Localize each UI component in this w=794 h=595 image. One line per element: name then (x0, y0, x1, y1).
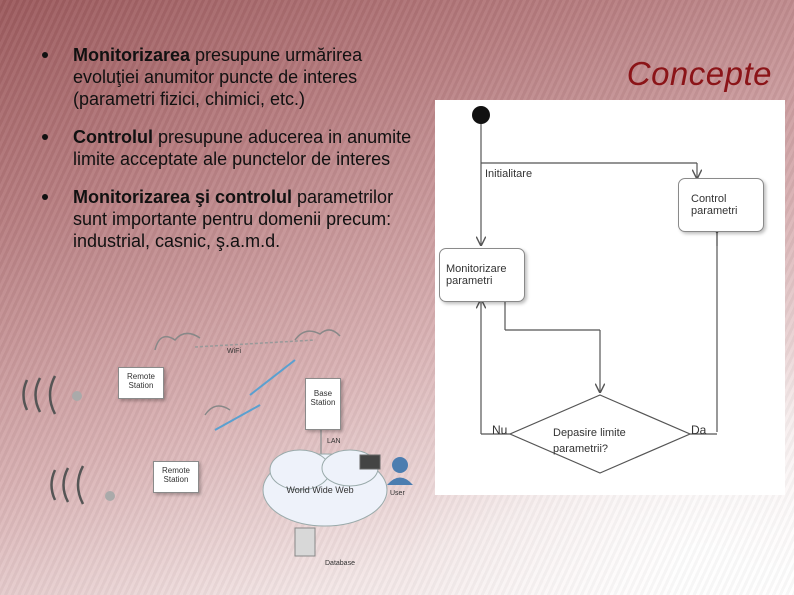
user-icon (392, 457, 408, 473)
yes-label: Da (691, 423, 707, 437)
bullet-item: Monitorizarea presupune urmărirea evoluţ… (40, 44, 420, 110)
bullet-dot-icon (42, 134, 48, 140)
flowchart: Initialitare Control parametri Monitoriz… (435, 100, 785, 495)
slide-title: Concepte (626, 55, 772, 92)
user-label: User (390, 490, 405, 497)
signal-waves-icon (22, 375, 85, 505)
network-diagram: Remote Station Remote Station Base Stati… (15, 320, 430, 585)
bullet-dot-icon (42, 194, 48, 200)
control-box: Control parametri (678, 178, 764, 232)
remote-station-box: Remote Station (118, 367, 164, 399)
database-icon (294, 527, 316, 557)
bullet-list: Monitorizarea presupune urmărirea evoluţ… (40, 44, 420, 268)
monitor-box: Monitorizare parametri (439, 248, 525, 302)
database-label: Database (325, 560, 355, 567)
wifi-label: WiFi (227, 348, 241, 355)
bullet-item: Monitorizarea şi controlul parametrilor … (40, 186, 420, 252)
www-label: World Wide Web (286, 485, 354, 495)
network-drawing (22, 329, 413, 557)
decision-label: Depasire limite parametrii? (553, 427, 626, 455)
base-station-box: Base Station (305, 378, 341, 430)
initialize-label: Initialitare (485, 168, 533, 180)
decision-diamond-icon (508, 394, 692, 474)
bullet-item: Controlul presupune aducerea in anumite … (40, 126, 420, 170)
bullet-dot-icon (42, 52, 48, 58)
antenna-icon (154, 329, 341, 416)
lan-label: LAN (327, 438, 341, 445)
no-label: Nu (492, 423, 508, 437)
laptop-icon (359, 454, 381, 470)
sensor-icon (72, 391, 82, 401)
flowchart-connectors (472, 106, 785, 474)
start-node-icon (472, 106, 490, 124)
lightning-icon (249, 359, 296, 396)
remote-station-box: Remote Station (153, 461, 199, 493)
